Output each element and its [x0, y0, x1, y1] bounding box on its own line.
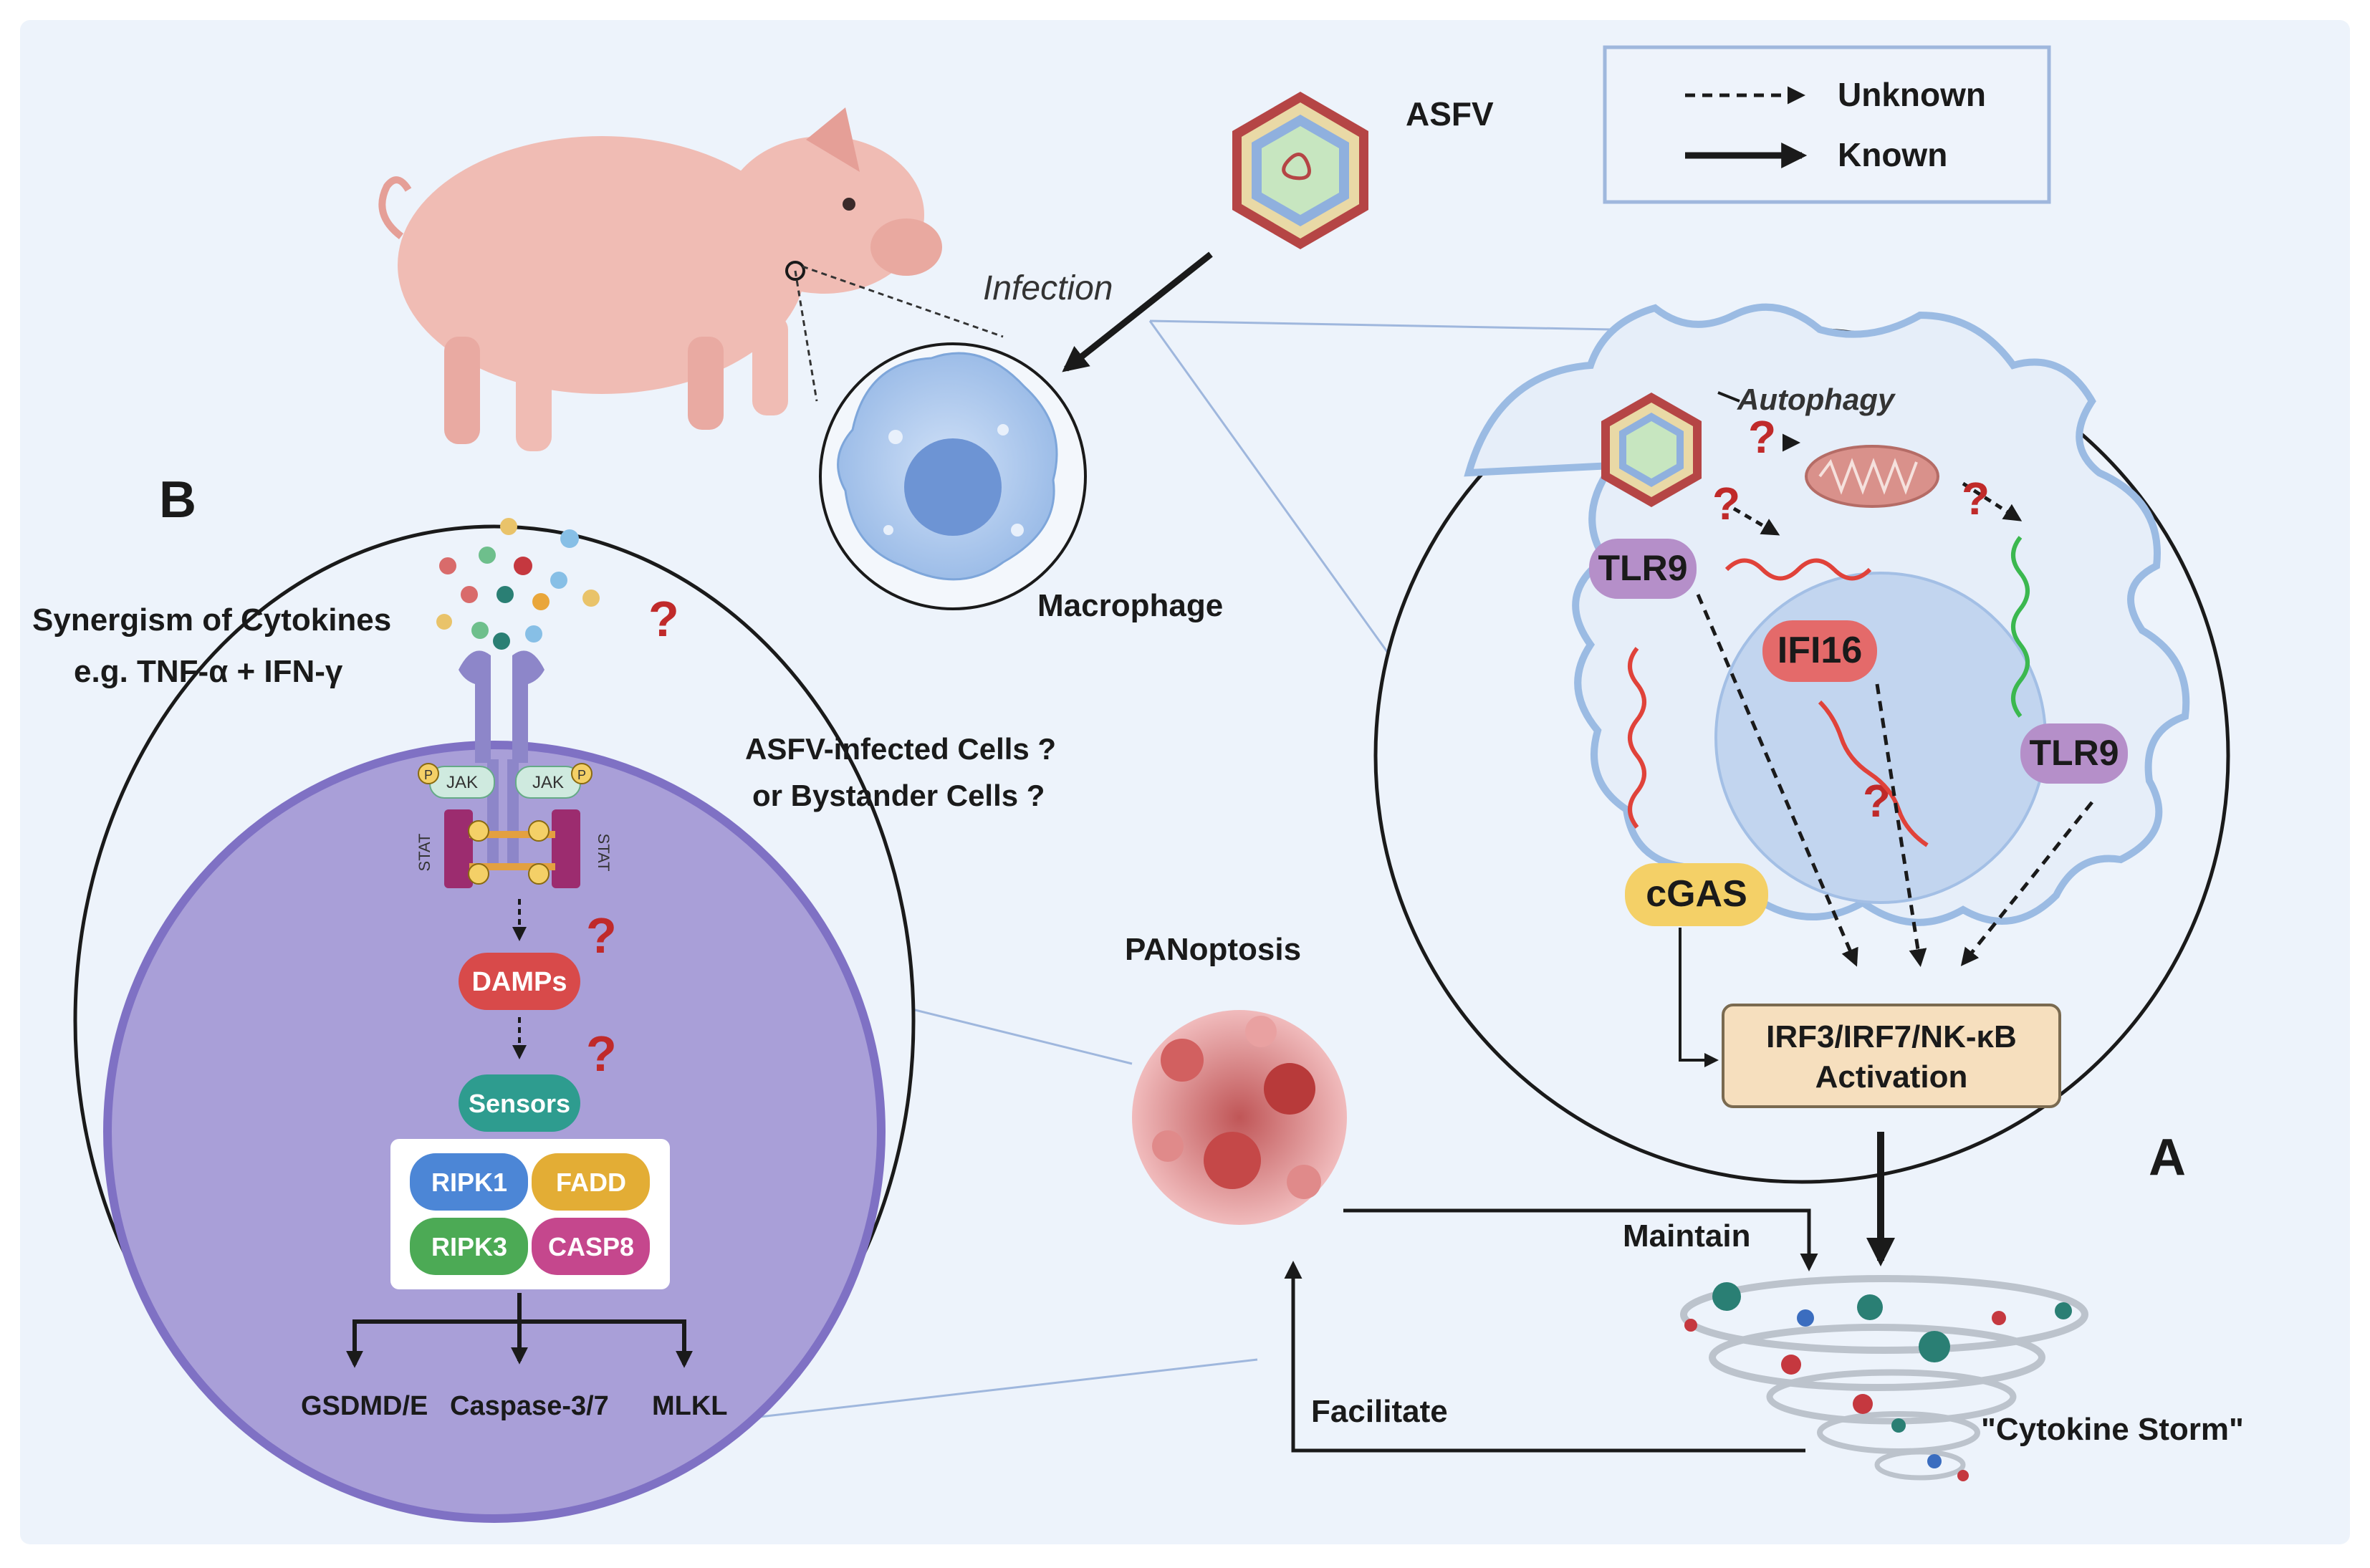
casp8-node — [532, 1218, 650, 1275]
cytosolic-dna-strand — [1628, 647, 1646, 829]
sensors-label: Sensors — [469, 1089, 570, 1118]
asfv-label: ASFV — [1406, 95, 1494, 133]
damps-label: DAMPs — [471, 967, 567, 997]
asfv-virus-icon — [1232, 92, 1368, 249]
ripk1-label: RIPK1 — [431, 1168, 507, 1197]
question-mark-cytokines: ? — [648, 591, 679, 647]
fadd-label: FADD — [556, 1168, 626, 1197]
pig-illustration — [378, 107, 942, 451]
viral-dna-strand — [1724, 558, 1872, 581]
question-mark-dna: ? — [1712, 478, 1740, 529]
maintain-arrow — [1343, 1208, 1818, 1271]
ripk3-node — [410, 1218, 528, 1275]
panoptosis-label: PANoptosis — [1125, 932, 1301, 967]
cgas-label: cGAS — [1646, 873, 1747, 915]
cells-label-line1: ASFV-infected Cells ? — [745, 732, 1056, 766]
autophagy-label: Autophagy — [1737, 383, 1896, 416]
ifi16-sensor — [1762, 620, 1877, 682]
tlr9-label-a: TLR9 — [1598, 548, 1688, 588]
cytokine-particles — [436, 518, 600, 650]
panel-a-label: A — [2149, 1129, 2186, 1186]
asfv-virus-small-icon — [1601, 393, 1702, 507]
damps-node — [459, 953, 580, 1010]
question-mark-sensors: ? — [586, 1026, 617, 1082]
macrophage-cell — [819, 342, 1087, 610]
mito-dna-strand — [2011, 536, 2030, 718]
facilitate-label: Facilitate — [1311, 1394, 1448, 1429]
question-mark-damps: ? — [586, 908, 617, 963]
stat-proteins: STAT STAT — [416, 809, 613, 888]
cytokine-storm-tornado — [1680, 1275, 2088, 1481]
question-mark-ifi16: ? — [1863, 775, 1891, 827]
infection-arrow — [1062, 251, 1213, 372]
casp8-label: CASP8 — [548, 1232, 634, 1261]
caspase37-label: Caspase-3/7 — [450, 1391, 609, 1421]
jak-label-left: JAK — [446, 773, 478, 792]
tlr9-receptor-b — [2020, 723, 2128, 784]
fadd-node — [532, 1153, 650, 1211]
cells-label-line2: or Bystander Cells ? — [752, 779, 1045, 812]
activation-label-line1: IRF3/IRF7/NK-κB — [1766, 1019, 2017, 1054]
tlr9-label-b: TLR9 — [2030, 733, 2119, 773]
tlr9-receptor-a — [1589, 539, 1697, 599]
ripk1-node — [410, 1153, 528, 1211]
sensors-node — [459, 1074, 580, 1132]
sampling-point-marker — [785, 261, 805, 281]
phosphorylation-markers: P P — [418, 763, 592, 885]
maintain-label: Maintain — [1623, 1218, 1750, 1254]
phospho-label: P — [577, 768, 586, 782]
ripk3-label: RIPK3 — [431, 1232, 507, 1261]
facilitate-arrow — [1284, 1261, 1805, 1453]
panoptosis-cell-debris — [1132, 1010, 1347, 1225]
nucleus — [1714, 572, 2047, 904]
infection-label: Infection — [983, 269, 1113, 307]
macrophage-label: Macrophage — [1037, 588, 1223, 623]
phospho-label: P — [424, 768, 433, 782]
synergism-label-line1: Synergism of Cytokines — [32, 602, 391, 638]
activation-box — [1722, 1004, 2061, 1108]
mlkl-label: MLKL — [652, 1391, 728, 1421]
gsdmd-label: GSDMD/E — [301, 1391, 428, 1421]
activation-label-line2: Activation — [1815, 1059, 1968, 1095]
question-mark-mito: ? — [1962, 473, 1990, 524]
stat-label-left: STAT — [416, 834, 433, 872]
nuclear-dna-strand — [1818, 700, 1929, 847]
legend-unknown-label: Unknown — [1838, 76, 1986, 113]
jak-label-right: JAK — [532, 773, 564, 792]
legend: Unknown Known — [1603, 45, 2051, 204]
question-mark-autophagy: ? — [1748, 411, 1776, 463]
cytokine-storm-label: "Cytokine Storm" — [1981, 1412, 2244, 1447]
stat-label-right: STAT — [595, 834, 613, 872]
panel-b-label: B — [159, 471, 196, 529]
cgas-sensor — [1625, 863, 1768, 926]
ifi16-label: IFI16 — [1778, 630, 1863, 671]
synergism-label-line2: e.g. TNF-α + IFN-γ — [74, 654, 343, 689]
legend-known-label: Known — [1838, 136, 1947, 173]
legend-box — [1603, 45, 2051, 204]
mitochondrion-icon — [1805, 445, 1939, 508]
